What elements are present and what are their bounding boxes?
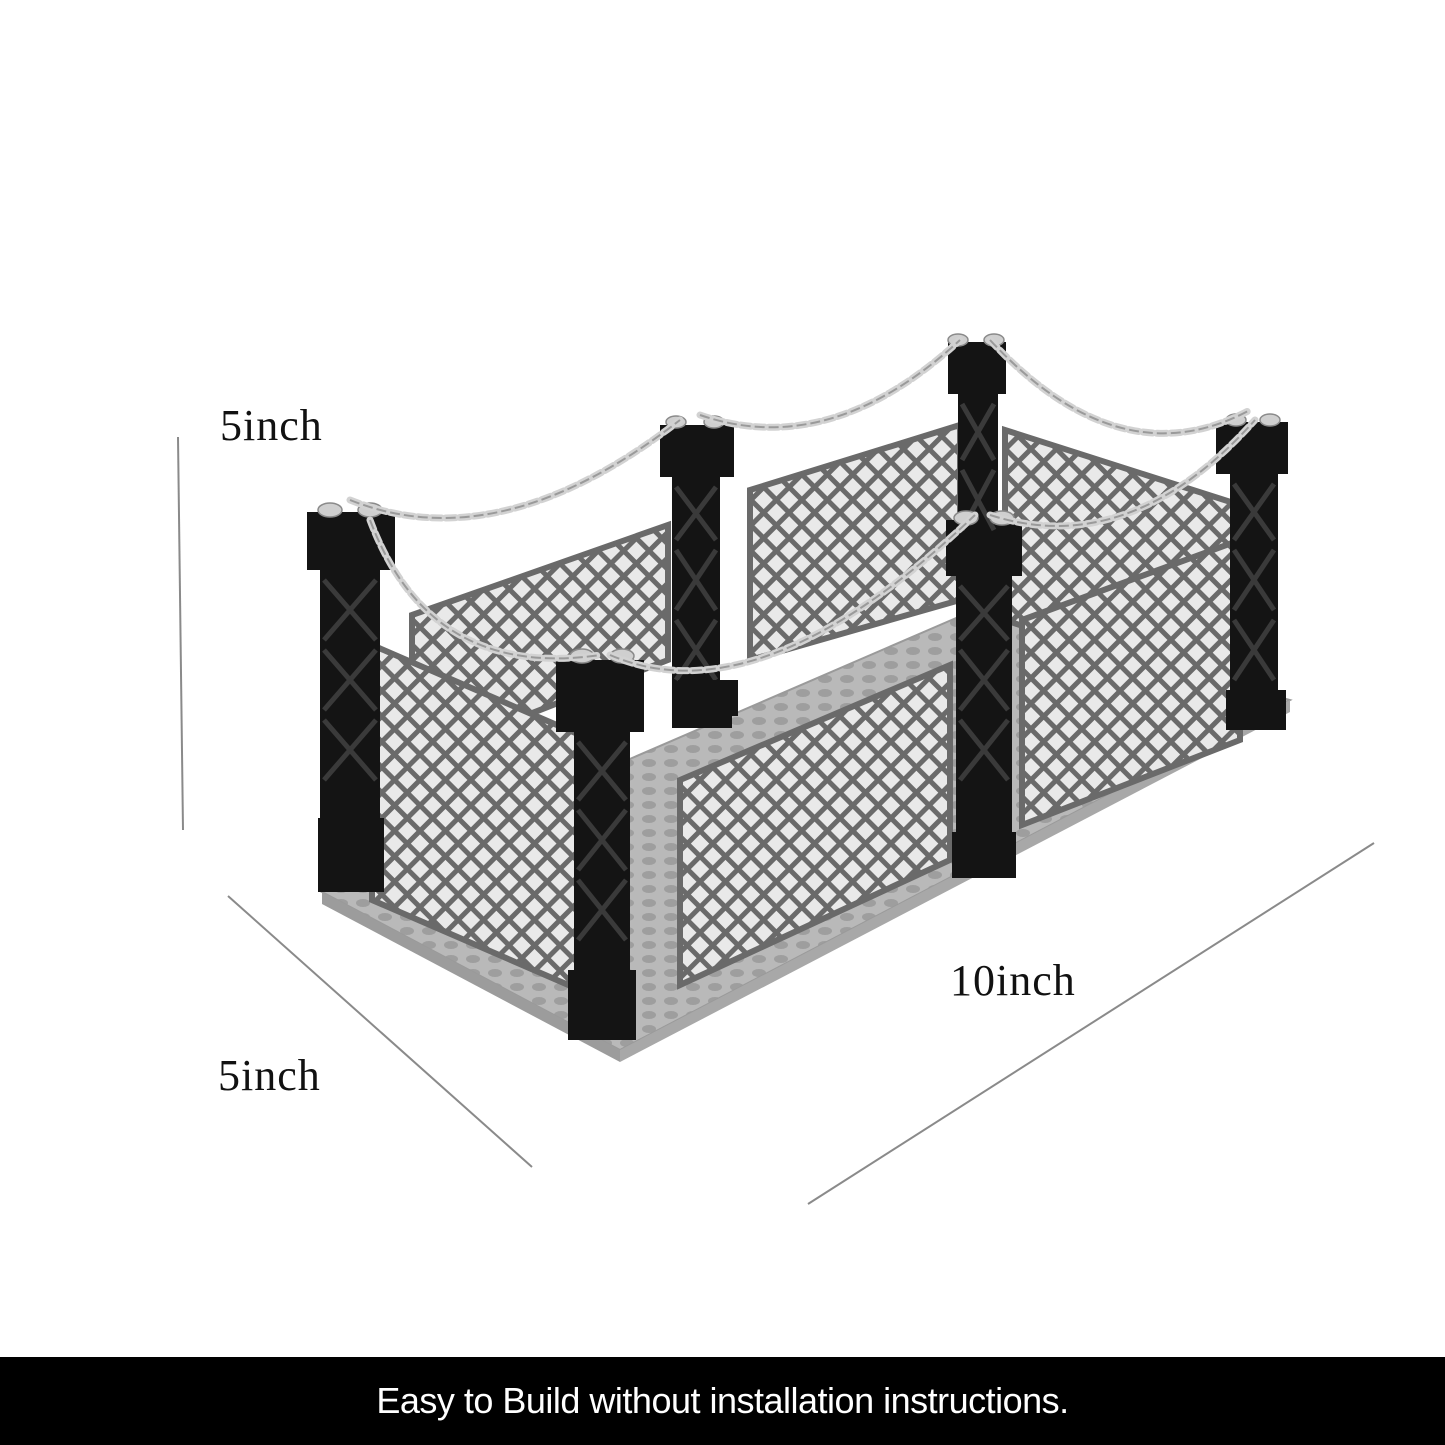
height-dimension-label: 5inch [220, 401, 323, 450]
pillar-left [307, 512, 395, 892]
front-left-fence [677, 660, 953, 990]
length-dimension-label: 10inch [950, 956, 1076, 1005]
length-dimension-line [807, 842, 1375, 1205]
pillar-front-center [946, 520, 1022, 878]
bracket-piece [678, 680, 738, 716]
height-dimension-line [177, 436, 184, 831]
depth-dimension-label: 5inch [218, 1051, 321, 1100]
depth-dimension-line [227, 895, 533, 1168]
product-illustration [177, 333, 1375, 1205]
caption-bar: Easy to Build without installation instr… [0, 1357, 1445, 1445]
caption-text: Easy to Build without installation instr… [376, 1380, 1069, 1421]
back-right-fence [747, 420, 963, 664]
front-right-fence [1019, 535, 1243, 830]
product-image-canvas: 5inch 5inch 10inch [177, 333, 1375, 1205]
